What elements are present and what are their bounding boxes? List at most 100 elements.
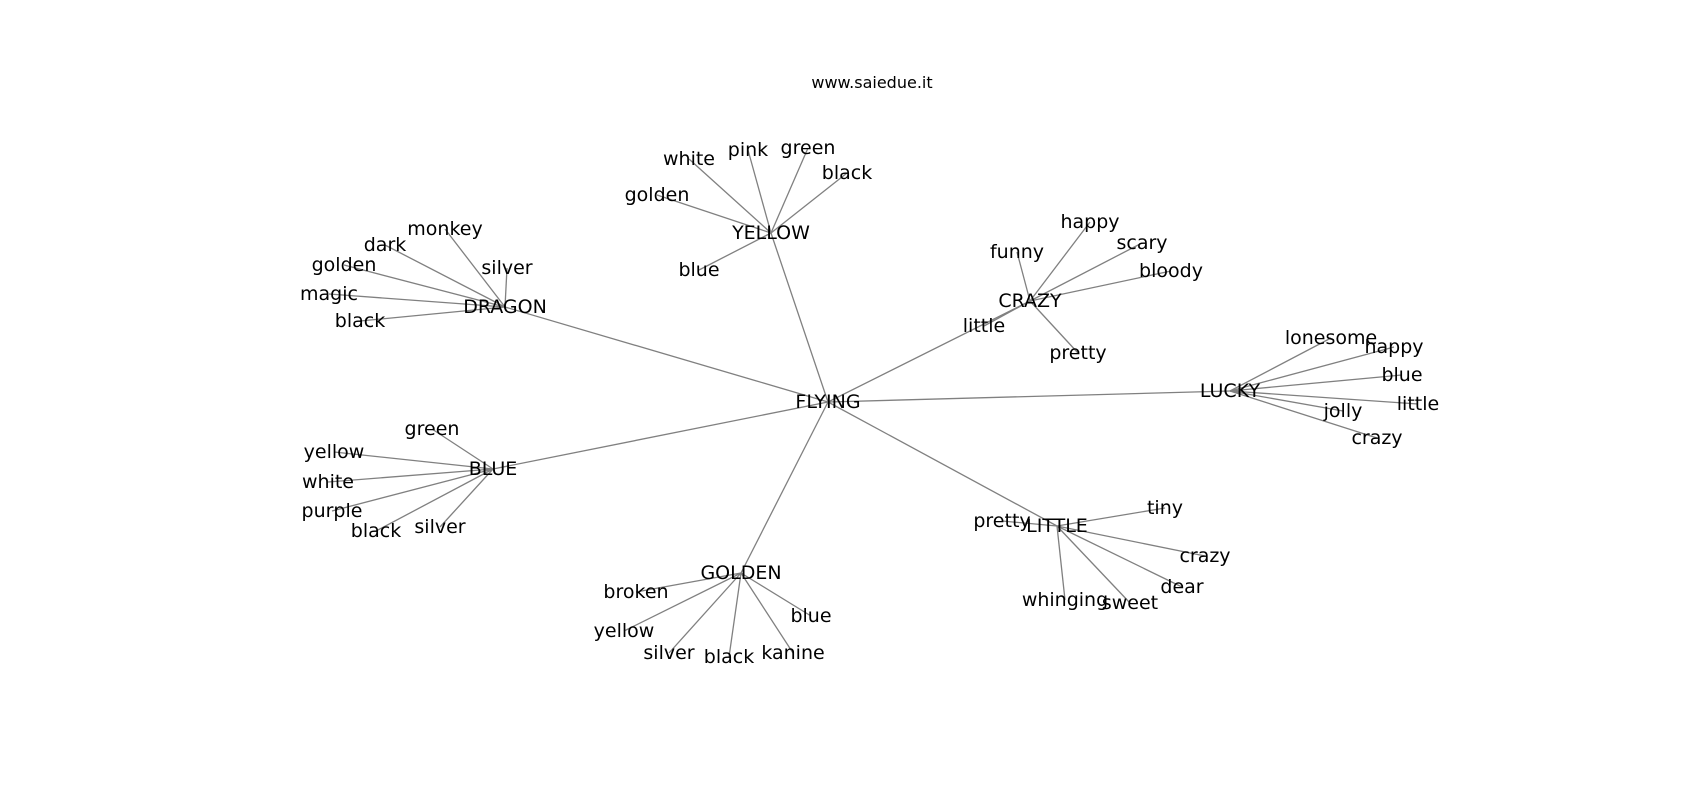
- node-leaf-yellow-blue: blue: [678, 259, 719, 281]
- edge-blue-yellow: [333, 451, 494, 470]
- edge-yellow-blue: [698, 232, 772, 271]
- node-leaf-dragon-golden: golden: [312, 254, 377, 276]
- node-leaf-lucky-happy: happy: [1364, 336, 1423, 358]
- edge-flying-crazy: [827, 300, 1031, 403]
- node-leaf-golden-broken: broken: [603, 581, 668, 603]
- edge-crazy-funny: [1016, 251, 1031, 302]
- edge-blue-white: [327, 468, 494, 483]
- node-leaf-little-crazy: crazy: [1179, 545, 1230, 567]
- node-leaf-crazy-pretty: pretty: [1049, 342, 1106, 364]
- edges-layer: [327, 147, 1419, 658]
- edge-golden-black: [728, 572, 742, 658]
- node-center-flying: FLYING: [795, 391, 860, 413]
- edge-blue-silver: [439, 468, 494, 528]
- node-leaf-dragon-monkey: monkey: [407, 218, 482, 240]
- node-leaf-crazy-bloody: bloody: [1139, 260, 1203, 282]
- edge-little-tiny: [1056, 507, 1166, 527]
- node-leaf-crazy-little: little: [963, 315, 1005, 337]
- edge-yellow-black: [770, 172, 848, 234]
- edge-golden-yellow: [623, 572, 742, 632]
- edge-lucky-little: [1229, 390, 1419, 405]
- node-leaf-golden-yellow: yellow: [594, 620, 655, 642]
- nodes-layer: FLYING YELLOW white pink green black golden blu…: [300, 137, 1439, 668]
- edge-dragon-magic: [328, 293, 506, 308]
- node-leaf-blue-yellow: yellow: [304, 441, 365, 463]
- edge-little-crazy: [1056, 525, 1206, 557]
- node-hub-blue: BLUE: [469, 458, 518, 480]
- edge-blue-purple: [331, 468, 494, 512]
- node-leaf-blue-black: black: [351, 520, 401, 542]
- node-leaf-yellow-white: white: [663, 148, 715, 170]
- edge-dragon-black: [359, 306, 506, 322]
- edge-golden-silver: [668, 572, 742, 654]
- edge-flying-dragon: [504, 306, 829, 403]
- node-leaf-lucky-lonesome: lonesome: [1285, 327, 1377, 349]
- node-leaf-little-pretty: pretty: [973, 510, 1030, 532]
- node-leaf-golden-blue: blue: [790, 605, 831, 627]
- node-leaf-crazy-happy: happy: [1060, 211, 1119, 233]
- edge-crazy-bloody: [1029, 270, 1172, 302]
- node-leaf-crazy-scary: scary: [1116, 232, 1167, 254]
- edge-golden-broken: [635, 572, 742, 593]
- edge-lucky-happy: [1229, 346, 1395, 392]
- node-leaf-dragon-black: black: [335, 310, 385, 332]
- edge-flying-golden: [740, 401, 829, 574]
- node-leaf-blue-white: white: [302, 471, 354, 493]
- node-hub-lucky: LUCKY: [1200, 380, 1261, 402]
- edge-dragon-dark: [384, 244, 506, 308]
- edge-little-pretty: [1001, 520, 1058, 527]
- node-hub-little: LITTLE: [1026, 515, 1088, 537]
- node-hub-crazy: CRAZY: [998, 290, 1062, 312]
- node-leaf-lucky-crazy: crazy: [1351, 427, 1402, 449]
- edge-flying-blue: [492, 401, 829, 470]
- node-leaf-little-sweet: sweet: [1102, 592, 1158, 614]
- edge-lucky-lonesome: [1229, 337, 1332, 392]
- edge-crazy-pretty: [1029, 300, 1079, 354]
- edge-little-sweet: [1056, 525, 1131, 604]
- node-leaf-lucky-little: little: [1397, 393, 1439, 415]
- edge-yellow-white: [688, 158, 772, 234]
- node-leaf-dragon-magic: magic: [300, 283, 358, 305]
- edge-dragon-monkey: [444, 228, 506, 308]
- edge-flying-yellow: [770, 232, 829, 403]
- node-leaf-little-tiny: tiny: [1147, 497, 1183, 519]
- node-leaf-lucky-blue: blue: [1381, 364, 1422, 386]
- edge-crazy-little: [983, 300, 1031, 327]
- node-leaf-yellow-black: black: [822, 162, 872, 184]
- node-leaf-dragon-dark: dark: [364, 234, 407, 256]
- node-leaf-golden-black: black: [704, 646, 754, 668]
- node-hub-yellow: YELLOW: [731, 222, 810, 244]
- node-leaf-yellow-golden: golden: [625, 184, 690, 206]
- edge-dragon-golden: [343, 264, 506, 308]
- edge-crazy-happy: [1029, 221, 1091, 302]
- edge-golden-blue: [740, 572, 812, 617]
- edge-lucky-crazy: [1229, 390, 1378, 439]
- node-hub-golden: GOLDEN: [700, 562, 781, 584]
- node-leaf-little-whinging: whinging: [1022, 589, 1108, 611]
- edge-yellow-golden: [656, 194, 772, 234]
- edge-little-dear: [1056, 525, 1183, 588]
- edge-blue-green: [431, 428, 494, 470]
- edge-lucky-blue: [1229, 374, 1403, 392]
- node-leaf-golden-kanine: kanine: [761, 642, 824, 664]
- edge-golden-kanine: [740, 572, 794, 654]
- edge-lucky-jolly: [1229, 390, 1344, 412]
- graph-title: www.saiedue.it: [811, 73, 932, 92]
- node-leaf-blue-purple: purple: [302, 500, 363, 522]
- node-leaf-lucky-jolly: jolly: [1323, 400, 1363, 422]
- edge-dragon-silver: [504, 267, 508, 308]
- edge-crazy-scary: [1029, 242, 1143, 302]
- node-leaf-blue-green: green: [405, 418, 460, 440]
- node-leaf-yellow-pink: pink: [728, 139, 768, 161]
- node-leaf-blue-silver: silver: [414, 516, 465, 538]
- node-leaf-yellow-green: green: [781, 137, 836, 159]
- node-leaf-little-dear: dear: [1160, 576, 1203, 598]
- node-leaf-dragon-silver: silver: [481, 257, 532, 279]
- node-leaf-crazy-funny: funny: [990, 241, 1044, 263]
- edge-yellow-green: [770, 147, 809, 234]
- edge-little-whinging: [1056, 525, 1066, 601]
- edge-blue-black: [375, 468, 494, 532]
- edge-yellow-pink: [747, 149, 772, 234]
